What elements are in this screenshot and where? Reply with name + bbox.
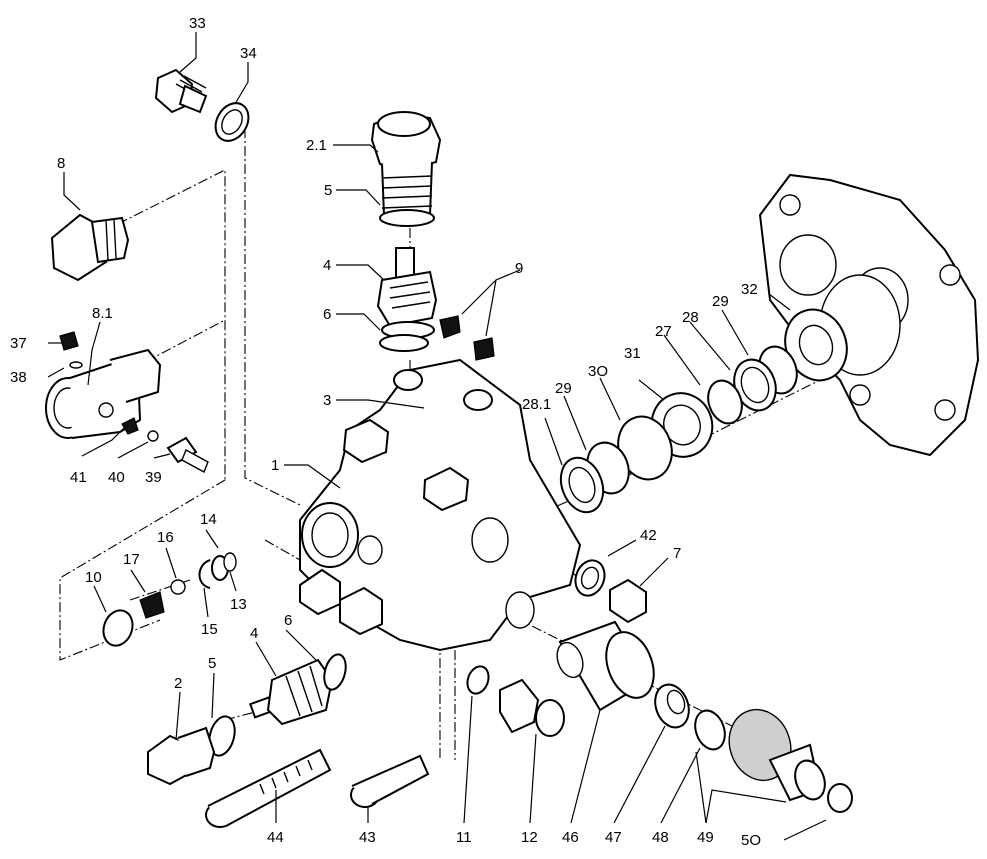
label-2: 2 <box>174 675 182 692</box>
label-4-bottom: 4 <box>250 625 258 642</box>
part-2-nut <box>147 726 216 786</box>
part-39-nozzle <box>166 436 209 473</box>
label-3: 3 <box>323 392 331 409</box>
part-7-plug <box>609 578 647 624</box>
part-6-o-ring-top <box>379 334 429 352</box>
label-9: 9 <box>515 260 523 277</box>
label-1: 1 <box>271 457 279 474</box>
part-48-ring <box>694 709 726 751</box>
label-4-top: 4 <box>323 257 331 274</box>
label-17: 17 <box>123 551 140 568</box>
part-41-spring <box>121 417 139 435</box>
part-12-fitting <box>499 678 565 737</box>
part-17-spring <box>139 591 165 619</box>
part-33-plug <box>154 68 208 114</box>
label-34: 34 <box>240 45 257 62</box>
part-47-bushing <box>654 683 690 729</box>
label-12: 12 <box>521 829 538 846</box>
label-7: 7 <box>673 545 681 562</box>
label-10: 10 <box>85 569 102 586</box>
label-8: 8 <box>57 155 65 172</box>
part-5-o-ring-top <box>379 209 435 227</box>
pump-housing <box>758 173 980 457</box>
part-27-ring <box>707 379 743 425</box>
label-48: 48 <box>652 829 669 846</box>
label-11: 11 <box>456 829 472 846</box>
label-37: 37 <box>10 335 27 352</box>
label-13: 13 <box>230 596 247 613</box>
part-16-ball <box>170 579 186 595</box>
label-28-1: 28.1 <box>522 396 551 413</box>
label-2-1: 2.1 <box>306 137 327 154</box>
part-40-ball <box>147 430 159 442</box>
part-11-o-ring <box>466 665 490 695</box>
part-13-ring <box>223 552 237 572</box>
part-37-screw <box>59 331 79 351</box>
label-6-top: 6 <box>323 306 331 323</box>
label-40: 40 <box>108 469 125 486</box>
label-46: 46 <box>562 829 579 846</box>
label-27: 27 <box>655 323 672 340</box>
part-34-washer <box>214 102 250 142</box>
part-38-ring <box>69 361 83 369</box>
part-46-sleeve <box>556 620 655 712</box>
label-32: 32 <box>741 281 758 298</box>
part-8-plug <box>50 213 130 282</box>
label-15: 15 <box>201 621 218 638</box>
label-5-top: 5 <box>324 182 332 199</box>
label-14: 14 <box>200 511 217 528</box>
label-39: 39 <box>145 469 162 486</box>
part-28-seal <box>733 358 777 412</box>
label-38: 38 <box>10 369 27 386</box>
label-41: 41 <box>70 469 87 486</box>
part-32-seal-carrier <box>784 308 848 382</box>
label-29-b: 29 <box>555 380 572 397</box>
part-42-washer <box>574 559 606 597</box>
part-28-1-seal <box>559 456 605 514</box>
label-42: 42 <box>640 527 657 544</box>
label-50: 5O <box>741 832 761 849</box>
label-47: 47 <box>605 829 622 846</box>
part-8-1-unloader <box>45 348 162 439</box>
label-16: 16 <box>157 529 174 546</box>
label-5-bottom: 5 <box>208 655 216 672</box>
label-33: 33 <box>189 15 206 32</box>
part-5-o-ring-bottom <box>208 715 236 757</box>
part-4-valve-bottom <box>248 658 334 726</box>
label-29-a: 29 <box>712 293 729 310</box>
leader-lines <box>47 32 827 841</box>
part-2-1-nut <box>370 111 442 216</box>
part-1-manifold <box>299 358 582 652</box>
label-31: 31 <box>624 345 641 362</box>
part-50-o-ring <box>827 783 853 813</box>
part-labels: 33 34 2.1 5 8 4 9 6 8.1 37 38 3 32 29 28… <box>10 15 761 849</box>
part-43-bolt <box>350 754 430 808</box>
label-6-bottom: 6 <box>284 612 292 629</box>
part-6-o-ring-bottom <box>323 653 347 691</box>
label-49: 49 <box>697 829 714 846</box>
part-44-bolt <box>205 748 332 828</box>
part-10-o-ring <box>102 609 134 647</box>
part-4-valve-top <box>376 247 438 339</box>
part-15-circlip <box>198 559 211 589</box>
label-30: 3O <box>588 363 608 380</box>
part-9-screws <box>439 315 495 361</box>
label-44: 44 <box>267 829 284 846</box>
label-43: 43 <box>359 829 376 846</box>
label-28: 28 <box>682 309 699 326</box>
label-8-1: 8.1 <box>92 305 113 322</box>
part-49-knob <box>728 708 826 802</box>
